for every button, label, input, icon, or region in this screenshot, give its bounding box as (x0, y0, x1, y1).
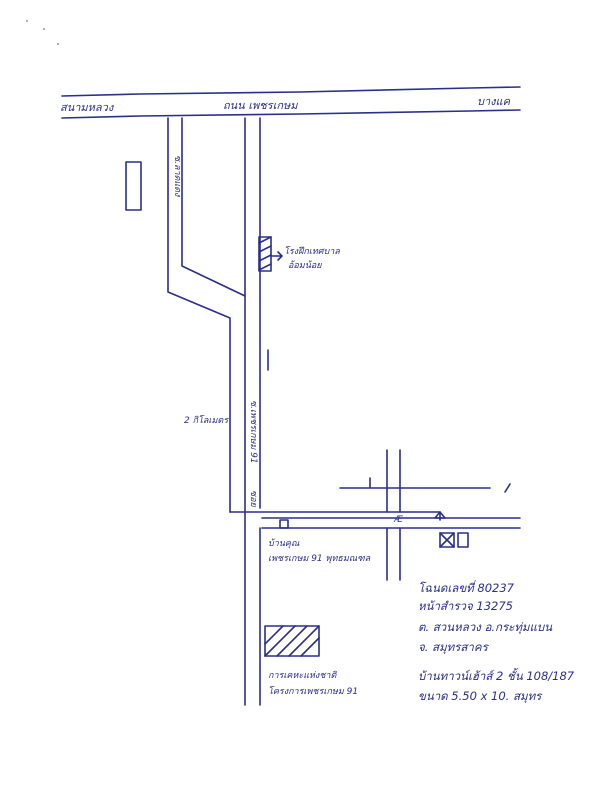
speck (26, 20, 28, 22)
building-block (125, 161, 142, 211)
stray-mark (504, 483, 511, 493)
house-arrow (434, 511, 446, 519)
label-building: บ้านทาวน์เฮ้าส์ 2 ชั้น 108/187 (418, 667, 575, 683)
speck (57, 43, 59, 45)
label-province: จ. สมุทรสาคร (418, 640, 490, 654)
label-road-main: ถนน เพชรเกษม (223, 99, 298, 112)
house-box-2 (457, 532, 469, 548)
label-district: ต. สวนหลวง อ.กระทุ่มแบน (418, 620, 553, 634)
soi-left-line-inner (181, 117, 246, 297)
house-box-x (439, 532, 455, 548)
label-survey-no: หน้าสำรวจ 13275 (418, 599, 513, 613)
label-road-left: สนามหลวง (60, 101, 115, 114)
label-marker: Æ (393, 515, 403, 525)
label-soi-upper: ซ.ลาดแดง (172, 155, 182, 197)
label-soi-main-small: ซอย (248, 490, 258, 508)
label-factory2: อ้อมน้อย (288, 260, 322, 271)
soi-left-line-outer (167, 117, 231, 513)
label-office1: การเคหะแห่งชาติ (268, 670, 337, 681)
main-road-line-bottom (61, 109, 521, 119)
housing-hatch (264, 625, 320, 657)
house-box (439, 532, 455, 548)
factory-building (258, 236, 272, 272)
gate-marker (279, 519, 289, 529)
speck (43, 28, 45, 30)
label-size: ขนาด 5.50 x 10. สมุทร (418, 689, 543, 703)
housing-building (264, 625, 320, 657)
label-factory: โรงฝึกเทศบาล (284, 245, 340, 257)
label-deed-no: โฉนดเลขที่ 80237 (418, 580, 515, 595)
vertical-side-road-upper (386, 449, 401, 513)
label-house-name: บ้านคุณ (268, 538, 300, 549)
label-road-right: บางแค (477, 95, 511, 108)
label-soi-main: ซ.เพชรเกษม 91 (248, 400, 258, 464)
label-distance: 2 กิโลเมตร (184, 414, 229, 426)
label-house-addr: เพชรเกษม 91 พุทธมณฑล (268, 554, 371, 564)
vertical-side-road-lower (386, 527, 401, 581)
factory-arrow (270, 251, 283, 261)
upper-side-road (339, 477, 491, 489)
factory-hatch (258, 236, 272, 271)
label-office2: โครงการเพชรเกษม 91 (268, 685, 358, 697)
main-road-line-top (61, 86, 521, 97)
